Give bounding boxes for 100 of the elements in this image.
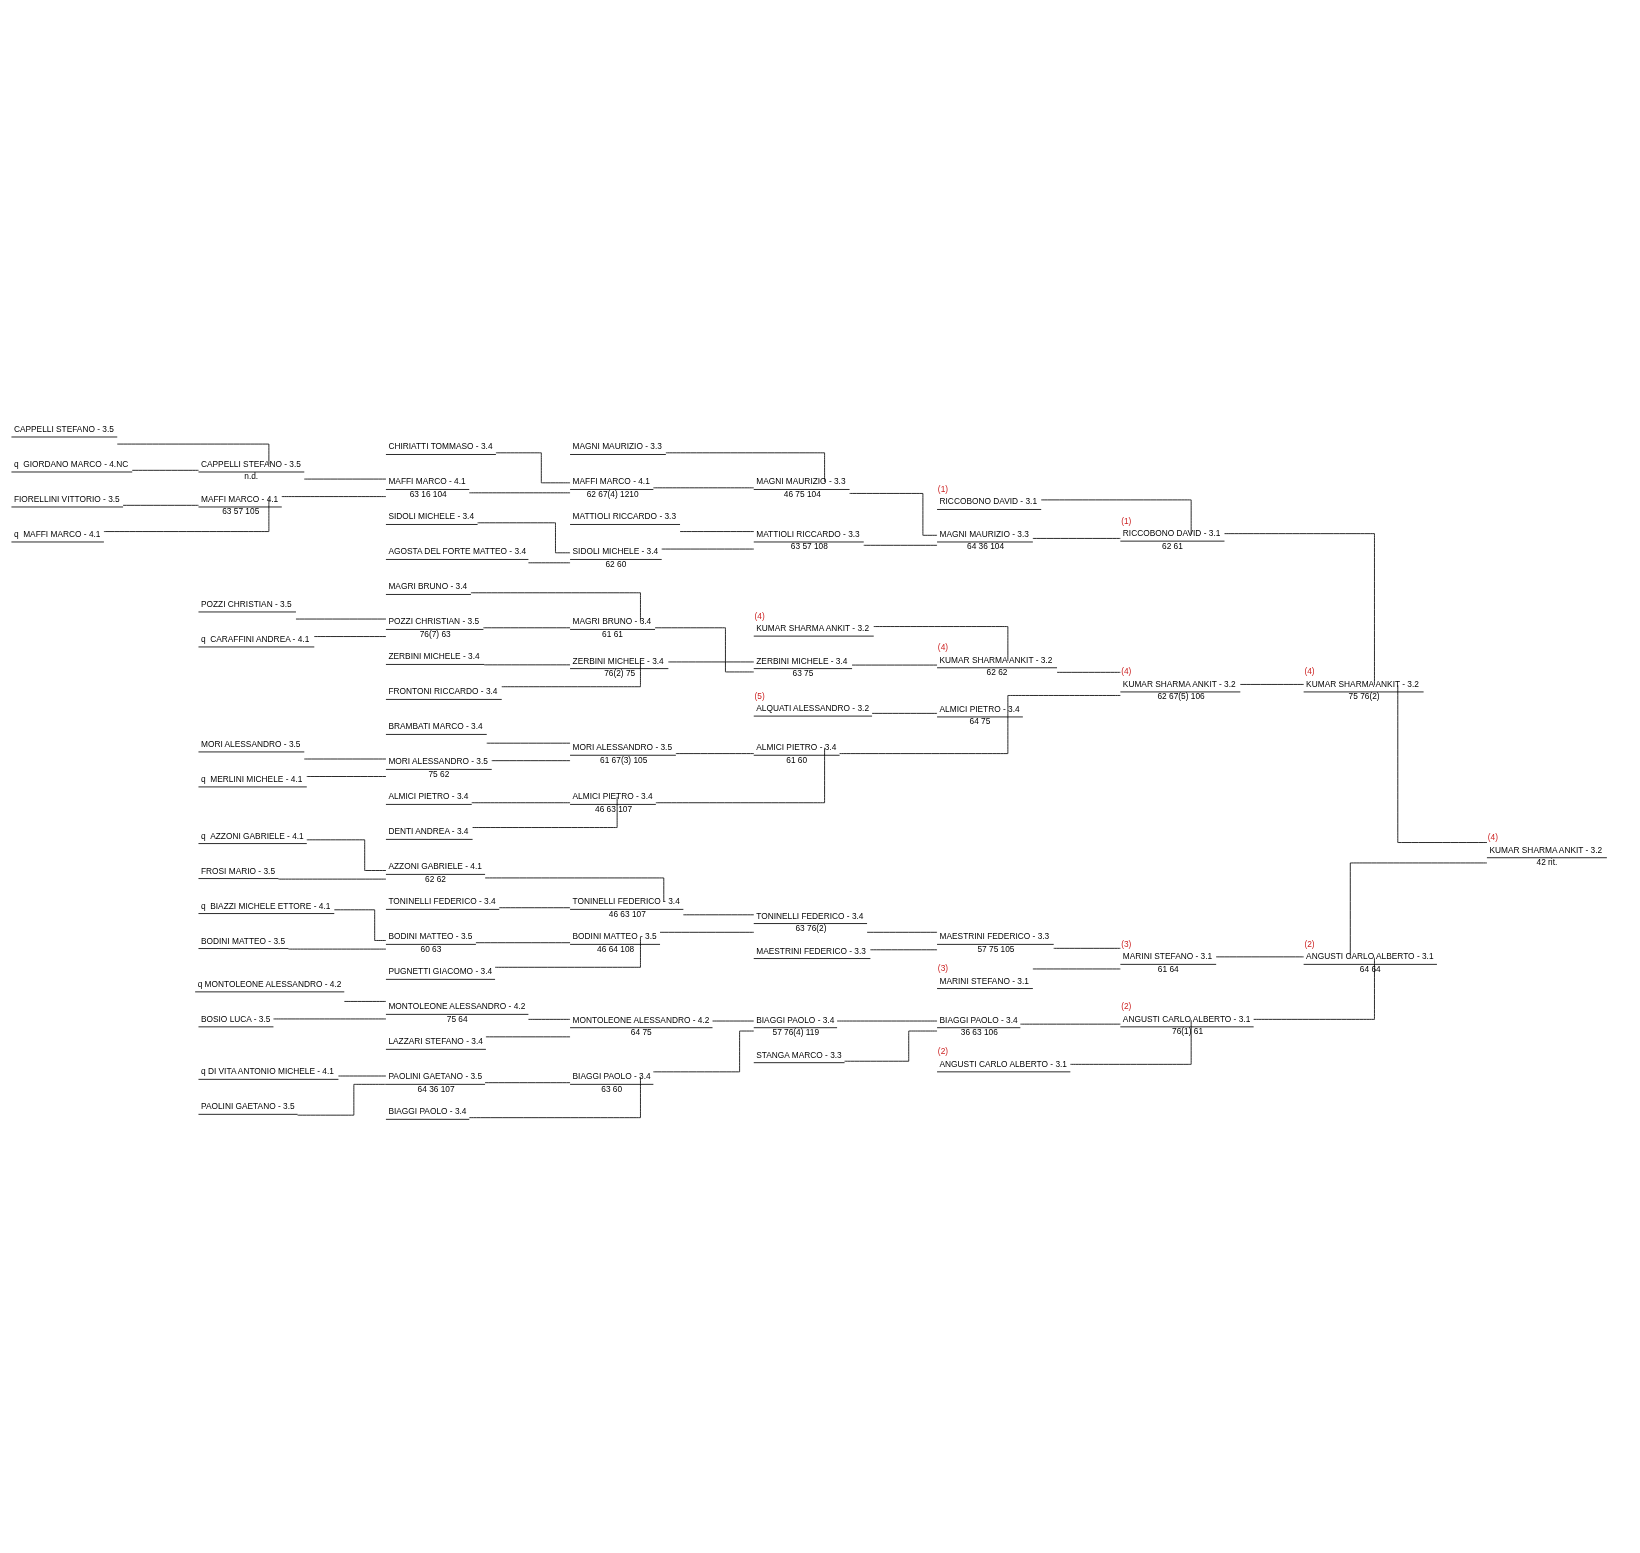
connector (306, 776, 387, 777)
connector (655, 747, 825, 804)
connector (866, 931, 938, 933)
node-text: (4) KUMAR SHARMA ANKIT - 3.2 (754, 610, 870, 634)
connector (1224, 533, 1375, 686)
node-text: MAGRI BRUNO - 3.4 61 61 (572, 616, 652, 639)
node-text: FROSI MARIO - 3.5 (200, 865, 276, 876)
connector (675, 753, 755, 754)
connector (103, 499, 270, 532)
connector (495, 452, 571, 484)
node-text: AZZONI GABRIELE - 4.1 62 62 (388, 861, 482, 884)
connector (484, 1082, 571, 1084)
node-text: ZERBINI MICHELE - 3.4 (388, 651, 480, 662)
node-text: TONINELLI FEDERICO - 3.4 46 63 107 (572, 896, 680, 919)
node-text: AGOSTA DEL FORTE MATTEO - 3.4 (388, 546, 527, 557)
connector (1007, 695, 1121, 710)
node-text: (2) ANGUSTI CARLO ALBERTO - 3.1 (937, 1046, 1067, 1069)
node-text: STANGA MARCO - 3.3 (756, 1049, 842, 1060)
node-text: FRONTONI RICCARDO - 3.4 (388, 686, 498, 697)
connector (483, 627, 571, 629)
node-text: SIDOLI MICHELE - 3.4 (388, 511, 475, 522)
node-text: PAOLINI GAETANO - 3.5 64 36 107 (388, 1071, 483, 1094)
node-text: MAFFI MARCO - 4.1 63 57 105 (200, 493, 279, 517)
connector (483, 664, 571, 666)
connector (1056, 671, 1121, 673)
connector (116, 443, 270, 465)
connector (863, 544, 938, 546)
node-text: MAGNI MAURIZIO - 3.3 64 36 104 (939, 528, 1029, 552)
node-text: MONTOLEONE ALESSANDRO - 4.2 64 75 (572, 1014, 710, 1038)
connector (659, 931, 755, 933)
node-text: q MONTOLEONE ALESSANDRO - 4.2 (197, 978, 342, 989)
node-text: BIAGGI PAOLO - 3.4 (388, 1106, 467, 1117)
node-text: (4) KUMAR SHARMA ANKIT - 3.2 75 76(2) (1304, 666, 1419, 702)
node-text: PUGNETTI GIACOMO - 3.4 (388, 966, 493, 977)
node-text: BIAGGI PAOLO - 3.4 36 63 106 (939, 1014, 1018, 1038)
node-text: BIAGGI PAOLO - 3.4 57 76(4) 119 (756, 1014, 835, 1038)
node-text: BODINI MATTEO - 3.5 60 63 (388, 931, 473, 954)
connector (652, 487, 755, 489)
connector (343, 1001, 387, 1002)
connector (491, 760, 571, 762)
connector (297, 1083, 387, 1116)
connector (679, 531, 755, 532)
connector (471, 802, 571, 804)
node-text: q AZZONI GABRIELE - 4.1 (200, 830, 304, 841)
node-text: DENTI ANDREA - 3.4 (388, 826, 469, 837)
node-text: ALMICI PIETRO - 3.4 46 63 107 (572, 791, 653, 814)
node-text: (5) ALQUATI ALESSANDRO - 3.2 (754, 690, 870, 714)
node-text: TONINELLI FEDERICO - 3.4 63 76(2) (756, 910, 864, 934)
node-text: MORI ALESSANDRO - 3.5 61 67(3) 105 (572, 742, 673, 765)
connector (844, 1030, 938, 1062)
node-text: FIORELLINI VITTORIO - 3.5 (13, 493, 120, 504)
node-text: MAGRI BRUNO - 3.4 (388, 581, 468, 592)
node-text: q MAFFI MARCO - 4.1 (13, 528, 101, 539)
node-text: BIAGGI PAOLO - 3.4 63 60 (572, 1071, 651, 1094)
node-text: (1) RICCOBONO DAVID - 3.1 62 61 (1121, 515, 1221, 551)
node-text: q DI VITA ANTONIO MICHELE - 4.1 (200, 1066, 334, 1077)
node-text: MATTIOLI RICCARDO - 3.3 63 57 108 (756, 528, 860, 552)
node-text: MATTIOLI RICCARDO - 3.3 (572, 511, 677, 522)
connector (475, 942, 571, 944)
connector (313, 636, 387, 637)
connector (654, 627, 755, 673)
connector (849, 493, 938, 536)
node-text: ALMICI PIETRO - 3.4 64 75 (939, 703, 1020, 727)
connector (131, 469, 199, 471)
connector (333, 909, 387, 941)
connector (278, 878, 387, 880)
node-text: MAGNI MAURIZIO - 3.3 46 75 104 (756, 476, 846, 499)
node-text: MAESTRINI FEDERICO - 3.3 (756, 945, 866, 956)
connector (1053, 947, 1121, 949)
node-text: MONTOLEONE ALESSANDRO - 4.2 75 64 (388, 1001, 526, 1024)
connector (839, 709, 1009, 754)
node-text: q BIAZZI MICHELE ETTORE - 4.1 (200, 900, 331, 911)
connector (281, 496, 387, 497)
node-text: (4) KUMAR SHARMA ANKIT - 3.2 42 rit. (1487, 832, 1603, 868)
node-text: ALMICI PIETRO - 3.4 61 60 (756, 742, 837, 765)
connector (873, 626, 1009, 662)
node-text: BODINI MATTEO - 3.5 (200, 935, 286, 946)
node-text: ZERBINI MICHELE - 3.4 63 75 (756, 655, 848, 679)
node-text: (2) ANGUSTI CARLO ALBERTO - 3.1 76(1) 61 (1121, 1001, 1251, 1037)
connector (494, 936, 641, 968)
node-text: q GIORDANO MARCO - 4.NC (13, 458, 129, 469)
connector (1239, 684, 1305, 685)
connector (1349, 862, 1488, 959)
node-text: MAESTRINI FEDERICO - 3.3 57 75 105 (939, 931, 1050, 954)
node-text: (3) MARINI STEFANO - 3.1 (937, 963, 1029, 986)
node-text: ZERBINI MICHELE - 3.4 76(2) 75 (572, 655, 664, 679)
node-text: MAGNI MAURIZIO - 3.3 (572, 441, 662, 452)
connector (288, 948, 387, 950)
node-text: POZZI CHRISTIAN - 3.5 76(7) 63 (388, 616, 480, 639)
node-text: CAPPELLI STEFANO - 3.5 n.d. (200, 458, 301, 482)
connector (652, 1030, 755, 1073)
node-text: LAZZARI STEFANO - 3.4 (388, 1036, 483, 1047)
node-text: POZZI CHRISTIAN - 3.5 (200, 598, 292, 609)
node-text: (4) KUMAR SHARMA ANKIT - 3.2 62 62 (937, 642, 1053, 678)
node-text: TONINELLI FEDERICO - 3.4 (388, 896, 496, 907)
connector (477, 522, 571, 554)
node-text: ALMICI PIETRO - 3.4 (388, 791, 469, 802)
connector (498, 907, 571, 909)
connector (665, 452, 825, 483)
connector (528, 1018, 571, 1020)
